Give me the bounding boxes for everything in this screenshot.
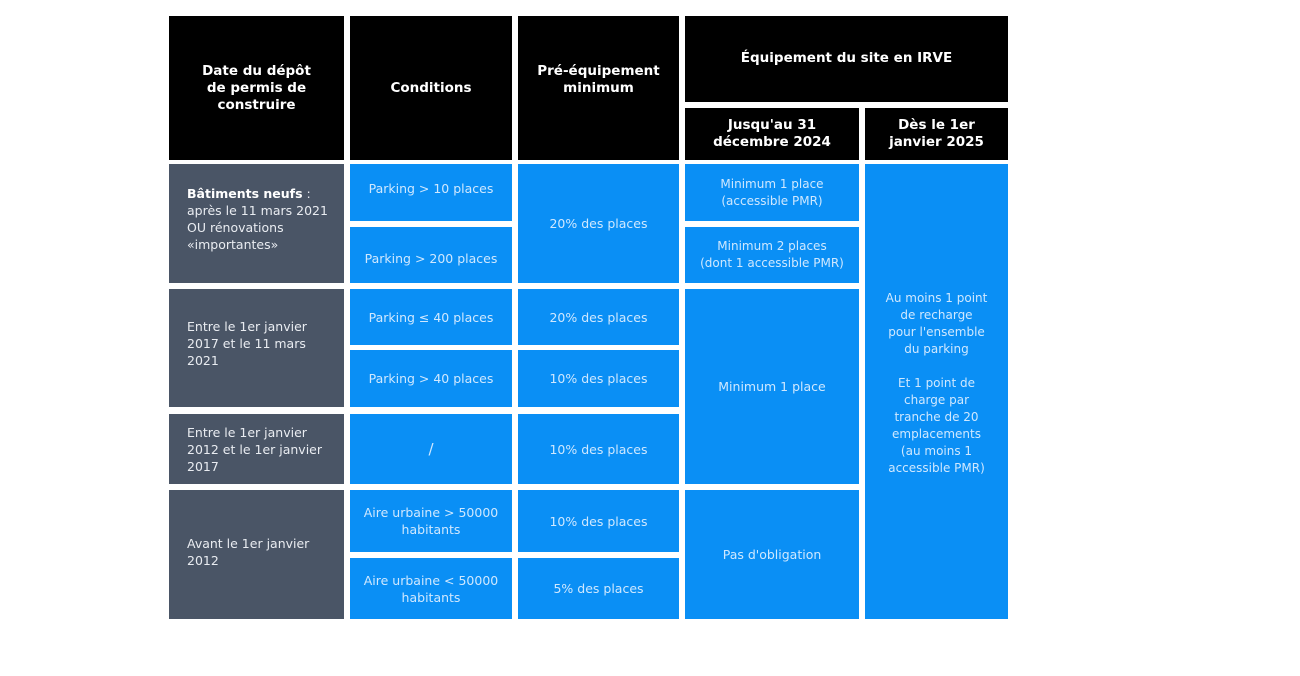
pre-equipement-row4a-text: 10% des places: [549, 513, 648, 529]
pre-equipement-row2b-text: 10% des places: [549, 371, 648, 386]
row-date-2017-2021: Entre le 1er janvier 2017 et le 11 mars …: [169, 289, 344, 407]
condition-none-text: /: [428, 439, 434, 458]
condition-parking-200: Parking > 200 places: [350, 227, 512, 283]
condition-aire-urbaine-gt-50000: Aire urbaine > 50000 habitants: [350, 490, 512, 552]
row-date-batiments-neufs-text: Bâtiments neufs : après le 11 mars 2021 …: [187, 185, 328, 253]
condition-parking-gt-40: Parking > 40 places: [350, 350, 512, 407]
irve-until-2024-row1b-text: Minimum 2 places (dont 1 accessible PMR): [700, 239, 844, 270]
condition-aire-urbaine-lt-50000: Aire urbaine < 50000 habitants: [350, 558, 512, 619]
condition-parking-200-text: Parking > 200 places: [364, 250, 498, 266]
irve-until-2024-row1a: Minimum 1 place (accessible PMR): [685, 164, 859, 221]
pre-equipement-row2b: 10% des places: [518, 350, 679, 407]
irve-until-2024-row4: Pas d'obligation: [685, 490, 859, 619]
header-conditions-label: Conditions: [390, 79, 472, 96]
row-date-bold: Bâtiments neufs: [187, 185, 303, 201]
header-pre-equipement: Pré-équipement minimum: [518, 16, 679, 160]
header-irve-until-2024-label: Jusqu'au 31 décembre 2024: [713, 117, 831, 150]
pre-equipement-row4b-text: 5% des places: [553, 581, 644, 596]
irve-until-2024-row1a-text: Minimum 1 place (accessible PMR): [720, 176, 824, 208]
condition-aire-urbaine-lt-50000-text: Aire urbaine < 50000 habitants: [363, 572, 499, 605]
row-date-avant-2012: Avant le 1er janvier 2012: [169, 490, 344, 619]
pre-equipement-row4b: 5% des places: [518, 558, 679, 619]
condition-parking-gt-40-text: Parking > 40 places: [368, 371, 494, 386]
pre-equipement-row1: 20% des places: [518, 164, 679, 283]
header-pre-equipement-label: Pré-équipement minimum: [537, 63, 660, 96]
header-irve-label: Équipement du site en IRVE: [740, 49, 953, 66]
header-conditions: Conditions: [350, 16, 512, 160]
irve-until-2024-row1b: Minimum 2 places (dont 1 accessible PMR): [685, 227, 859, 283]
irve-until-2024-row4-text: Pas d'obligation: [722, 547, 822, 562]
condition-parking-10-text: Parking > 10 places: [368, 181, 494, 196]
header-irve-from-2025: Dès le 1er janvier 2025: [865, 108, 1008, 160]
condition-parking-10: Parking > 10 places: [350, 164, 512, 221]
pre-equipement-row3: 10% des places: [518, 414, 679, 484]
pre-equipement-row1-text: 20% des places: [549, 216, 648, 231]
header-date-depot: Date du dépôt de permis de construire: [169, 16, 344, 160]
irve-until-2024-rows-2-3-text: Minimum 1 place: [718, 379, 826, 394]
condition-none: /: [350, 414, 512, 484]
pre-equipement-row3-text: 10% des places: [549, 441, 648, 457]
condition-aire-urbaine-gt-50000-text: Aire urbaine > 50000 habitants: [363, 505, 499, 537]
irve-from-2025-all-rows-text: Au moins 1 point de recharge pour l'ense…: [885, 291, 988, 475]
irve-until-2024-rows-2-3: Minimum 1 place: [685, 289, 859, 484]
row-date-2012-2017-text: Entre le 1er janvier 2012 et le 1er janv…: [187, 424, 322, 474]
pre-equipement-row4a: 10% des places: [518, 490, 679, 552]
condition-parking-le-40: Parking ≤ 40 places: [350, 289, 512, 345]
header-irve: Équipement du site en IRVE: [685, 16, 1008, 102]
row-date-avant-2012-text: Avant le 1er janvier 2012: [187, 535, 310, 568]
irve-from-2025-all-rows: Au moins 1 point de recharge pour l'ense…: [865, 164, 1008, 619]
pre-equipement-row2a: 20% des places: [518, 289, 679, 345]
row-date-batiments-neufs: Bâtiments neufs : après le 11 mars 2021 …: [169, 164, 344, 283]
row-date-2017-2021-text: Entre le 1er janvier 2017 et le 11 mars …: [187, 318, 307, 368]
pre-equipement-row2a-text: 20% des places: [549, 309, 648, 325]
header-irve-until-2024: Jusqu'au 31 décembre 2024: [685, 108, 859, 160]
row-date-2012-2017: Entre le 1er janvier 2012 et le 1er janv…: [169, 414, 344, 484]
header-irve-from-2025-label: Dès le 1er janvier 2025: [889, 117, 984, 150]
condition-parking-le-40-text: Parking ≤ 40 places: [368, 309, 494, 325]
row-date-rest: : après le 11 mars 2021 OU rénovations «…: [187, 185, 328, 252]
header-date-depot-label: Date du dépôt de permis de construire: [202, 62, 311, 113]
